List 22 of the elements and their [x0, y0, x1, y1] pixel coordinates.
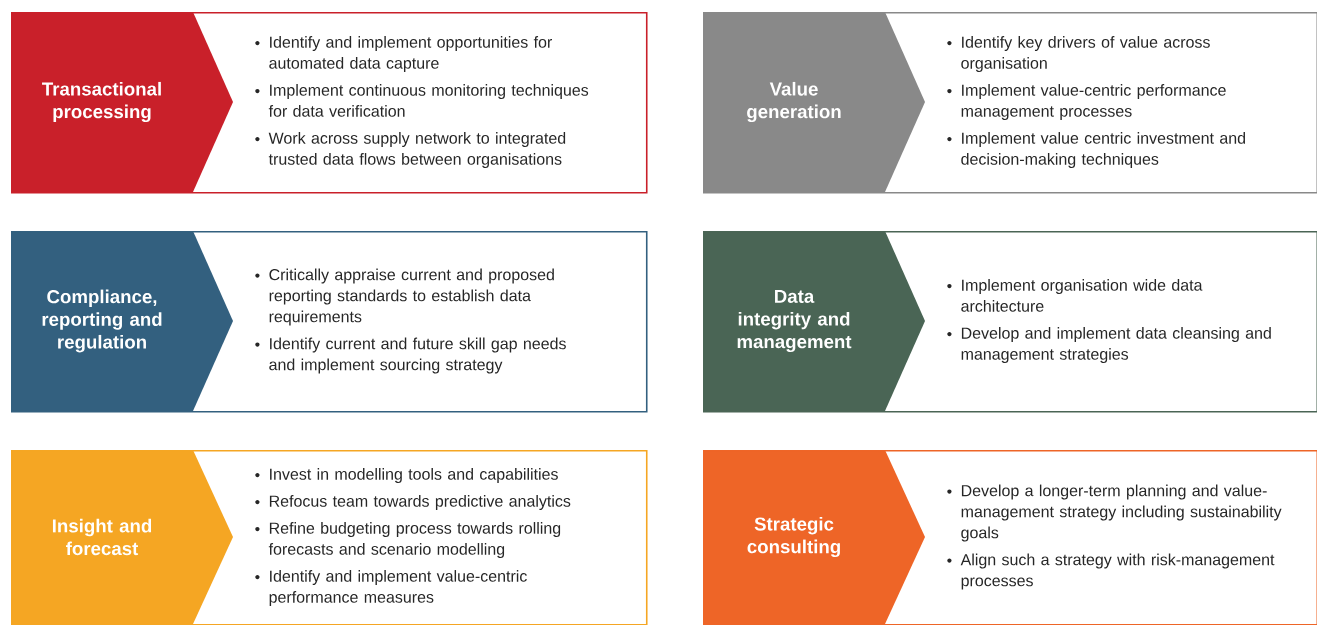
- bullet-item: Identify current and future skill gap needs and implement sourcing strategy: [269, 337, 566, 374]
- bullet-item: Invest in modelling tools and capabilities: [270, 468, 558, 483]
- bullet-item: Refocus team towards predictive analytics: [269, 495, 571, 510]
- bullet-item: Identify key drivers of value across organisation: [961, 36, 1210, 72]
- bullet-item: Implement organisation wide data architecture: [961, 279, 1203, 312]
- bullet-item: Critically appraise current and proposed reporting standards to establish data requirements: [269, 268, 554, 326]
- bullet-item: Implement value centric investment and decision-making techniques: [961, 132, 1245, 168]
- bullet-item: Refine budgeting process towards rolling forecasts and scenario modelling: [268, 522, 561, 558]
- category-title: Strategic consulting: [747, 516, 840, 558]
- category-title: Insight and forecast: [52, 518, 152, 556]
- bullet-item: Implement value-centric performance management processes: [961, 84, 1226, 120]
- bullet-item: Develop and implement data cleansing and management strategies: [961, 327, 1271, 363]
- bullet-item: Work across supply network to integrated trusted data flows between organisations: [268, 132, 566, 168]
- bullet-item: Align such a strategy with risk-management processes: [960, 553, 1275, 590]
- category-title: Compliance, reporting and regulation: [42, 289, 162, 353]
- category-title: Data integrity and management: [737, 289, 852, 353]
- bullet-item: Identify and implement value-centric performance measures: [269, 570, 527, 606]
- bullet-item: Implement continuous monitoring techniques for data verification: [268, 84, 589, 117]
- bullet-item: Identify and implement opportunities for automated data capture: [269, 36, 552, 72]
- category-title: Transactional processing: [42, 81, 161, 123]
- category-title: Value generation: [747, 81, 841, 123]
- bullet-item: Develop a longer-term planning and value-management strategy including sustainability goals: [961, 484, 1282, 542]
